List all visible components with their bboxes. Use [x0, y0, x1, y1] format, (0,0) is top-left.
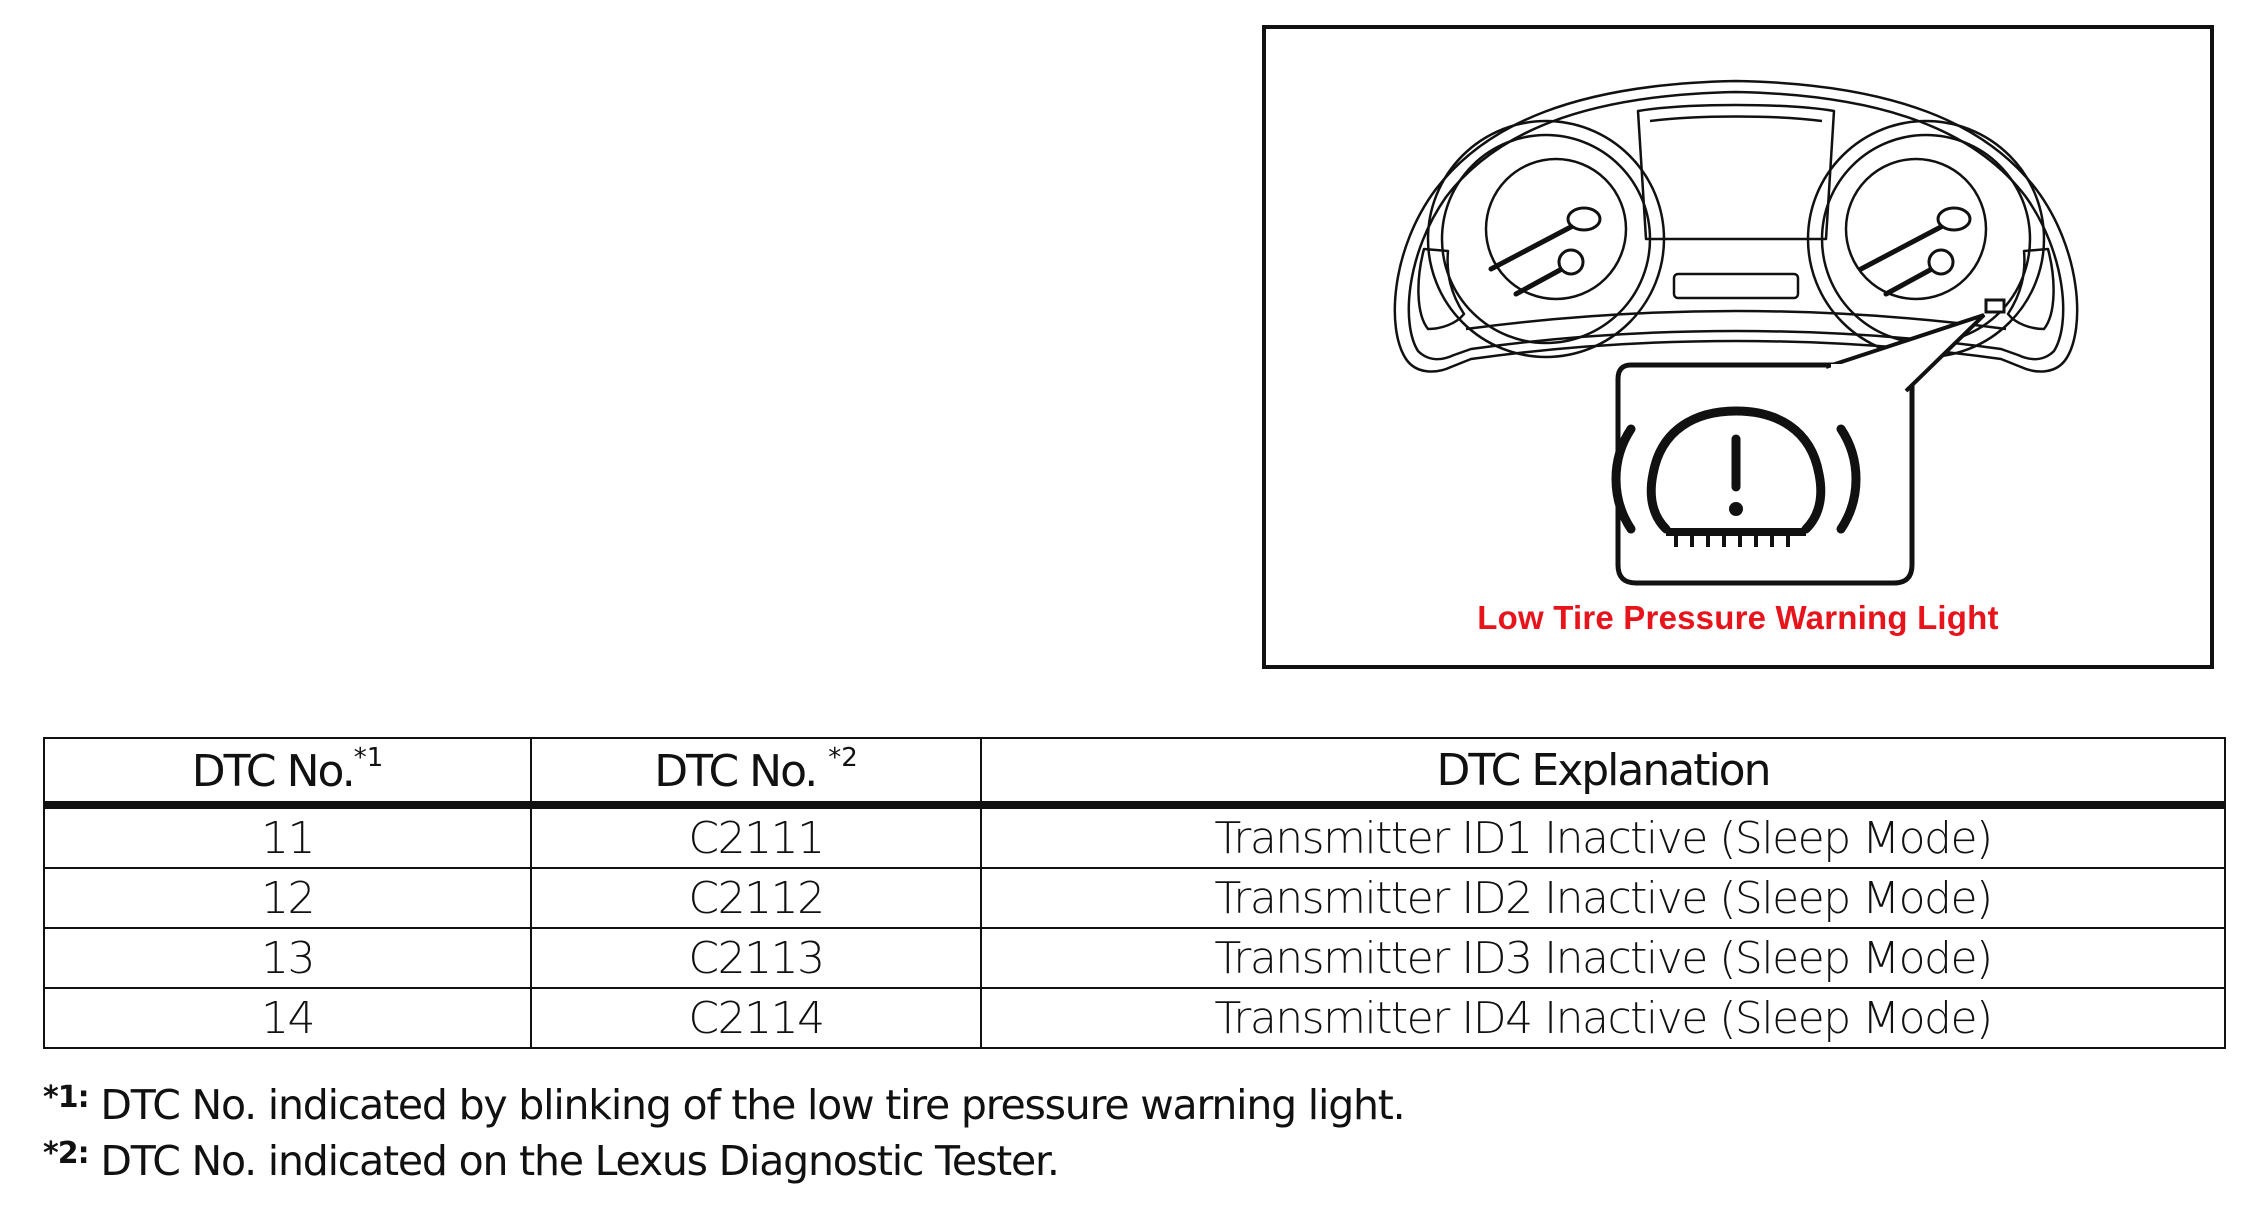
- footnote-2: *2: DTC No. indicated on the Lexus Diagn…: [43, 1136, 1060, 1185]
- warning-light-figure: Low Tire Pressure Warning Light: [1262, 25, 2214, 669]
- column-header-dtc-no-2: DTC No. *2: [530, 737, 982, 809]
- table-header-row: DTC No.*1 DTC No. *2 DTC Explanation: [43, 737, 2226, 809]
- table-row: 11 C2111 Transmitter ID1 Inactive (Sleep…: [43, 804, 2226, 869]
- column-header-dtc-no-1: DTC No.*1: [43, 737, 532, 809]
- table-cell: C2113: [530, 927, 982, 989]
- table-cell: C2112: [530, 867, 982, 929]
- dtc-table: DTC No.*1 DTC No. *2 DTC Explanation 11 …: [43, 737, 2226, 1049]
- table-cell: 12: [43, 867, 532, 929]
- table-row: 12 C2112 Transmitter ID2 Inactive (Sleep…: [43, 867, 2226, 929]
- table-cell: C2114: [530, 987, 982, 1049]
- table-cell: Transmitter ID1 Inactive (Sleep Mode): [980, 804, 2226, 869]
- table-cell: 14: [43, 987, 532, 1049]
- table-cell: Transmitter ID3 Inactive (Sleep Mode): [980, 927, 2226, 989]
- figure-caption: Low Tire Pressure Warning Light: [1477, 599, 1999, 636]
- table-cell: Transmitter ID4 Inactive (Sleep Mode): [980, 987, 2226, 1049]
- column-header-dtc-explanation: DTC Explanation: [980, 737, 2226, 809]
- table-cell: Transmitter ID2 Inactive (Sleep Mode): [980, 867, 2226, 929]
- table-cell: 11: [43, 804, 532, 869]
- footnote-1: *1: DTC No. indicated by blinking of the…: [43, 1080, 1406, 1129]
- footnote-mark: *2:: [43, 1136, 90, 1171]
- table-cell: C2111: [530, 804, 982, 869]
- footnote-mark: *1:: [43, 1080, 90, 1115]
- footnote-text: DTC No. indicated by blinking of the low…: [88, 1081, 1405, 1129]
- table-row: 14 C2114 Transmitter ID4 Inactive (Sleep…: [43, 987, 2226, 1049]
- table-row: 13 C2113 Transmitter ID3 Inactive (Sleep…: [43, 927, 2226, 989]
- footnote-text: DTC No. indicated on the Lexus Diagnosti…: [88, 1137, 1060, 1185]
- table-cell: 13: [43, 927, 532, 989]
- tire-pressure-warning-icon: [1611, 406, 1861, 547]
